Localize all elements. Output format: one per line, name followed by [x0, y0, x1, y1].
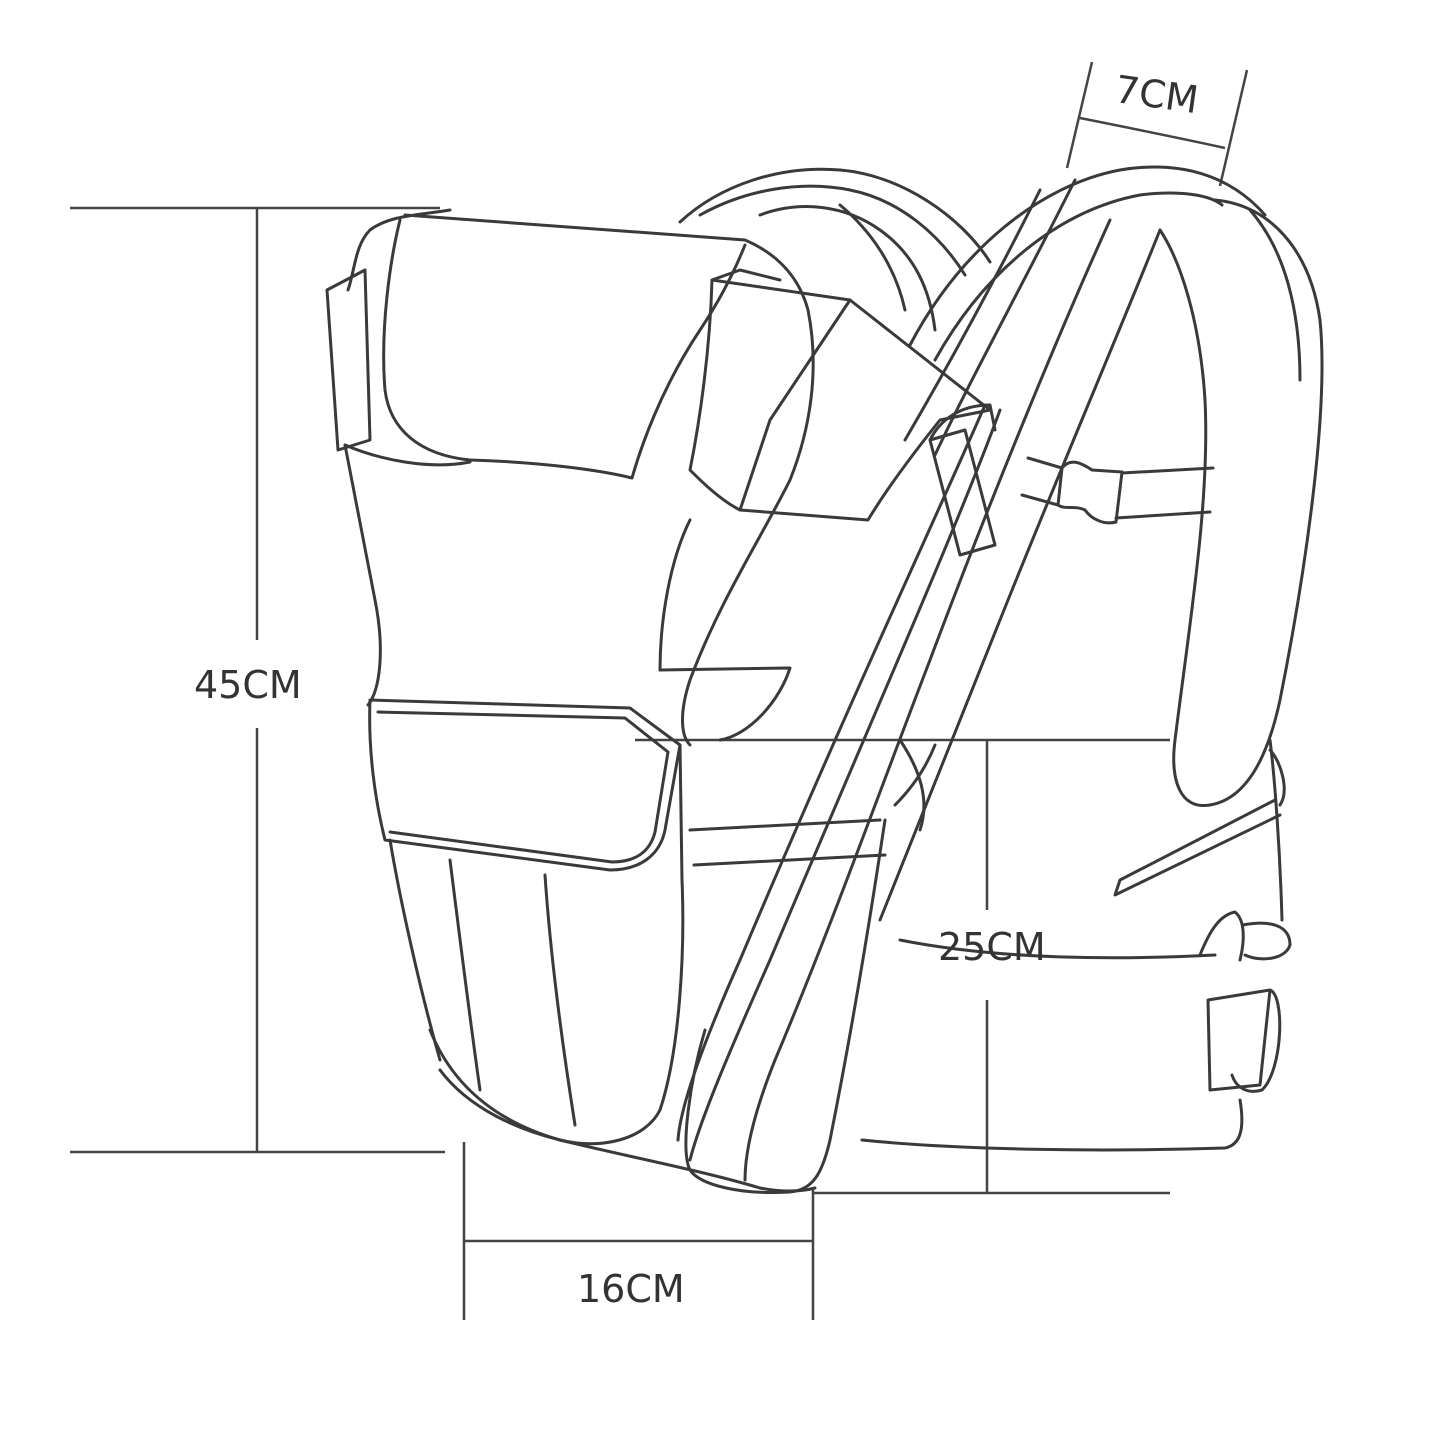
- dimension-7cm-lines: [1065, 61, 1249, 187]
- dimension-45cm-lines: [70, 206, 445, 1154]
- dimension-16cm-lines: [462, 1142, 815, 1320]
- rear-shoulder-strap: [678, 167, 992, 332]
- chest-buckle-strap: [1020, 456, 1215, 525]
- right-shoulder-strap: [676, 165, 1324, 1182]
- front-pocket: [368, 698, 817, 1193]
- strap-width-dimension-label: 7CM: [1112, 67, 1202, 123]
- carrier-body-panel: [325, 208, 997, 747]
- height-dimension-label: 45CM: [194, 663, 302, 707]
- seat-depth-dimension-label: 16CM: [577, 1267, 685, 1311]
- waist-belt-dimension-label: 25CM: [938, 925, 1046, 969]
- waist-belt: [688, 738, 1292, 1152]
- lower-strap-pad: [684, 738, 937, 1195]
- dimension-25cm-lines: [635, 738, 1170, 1195]
